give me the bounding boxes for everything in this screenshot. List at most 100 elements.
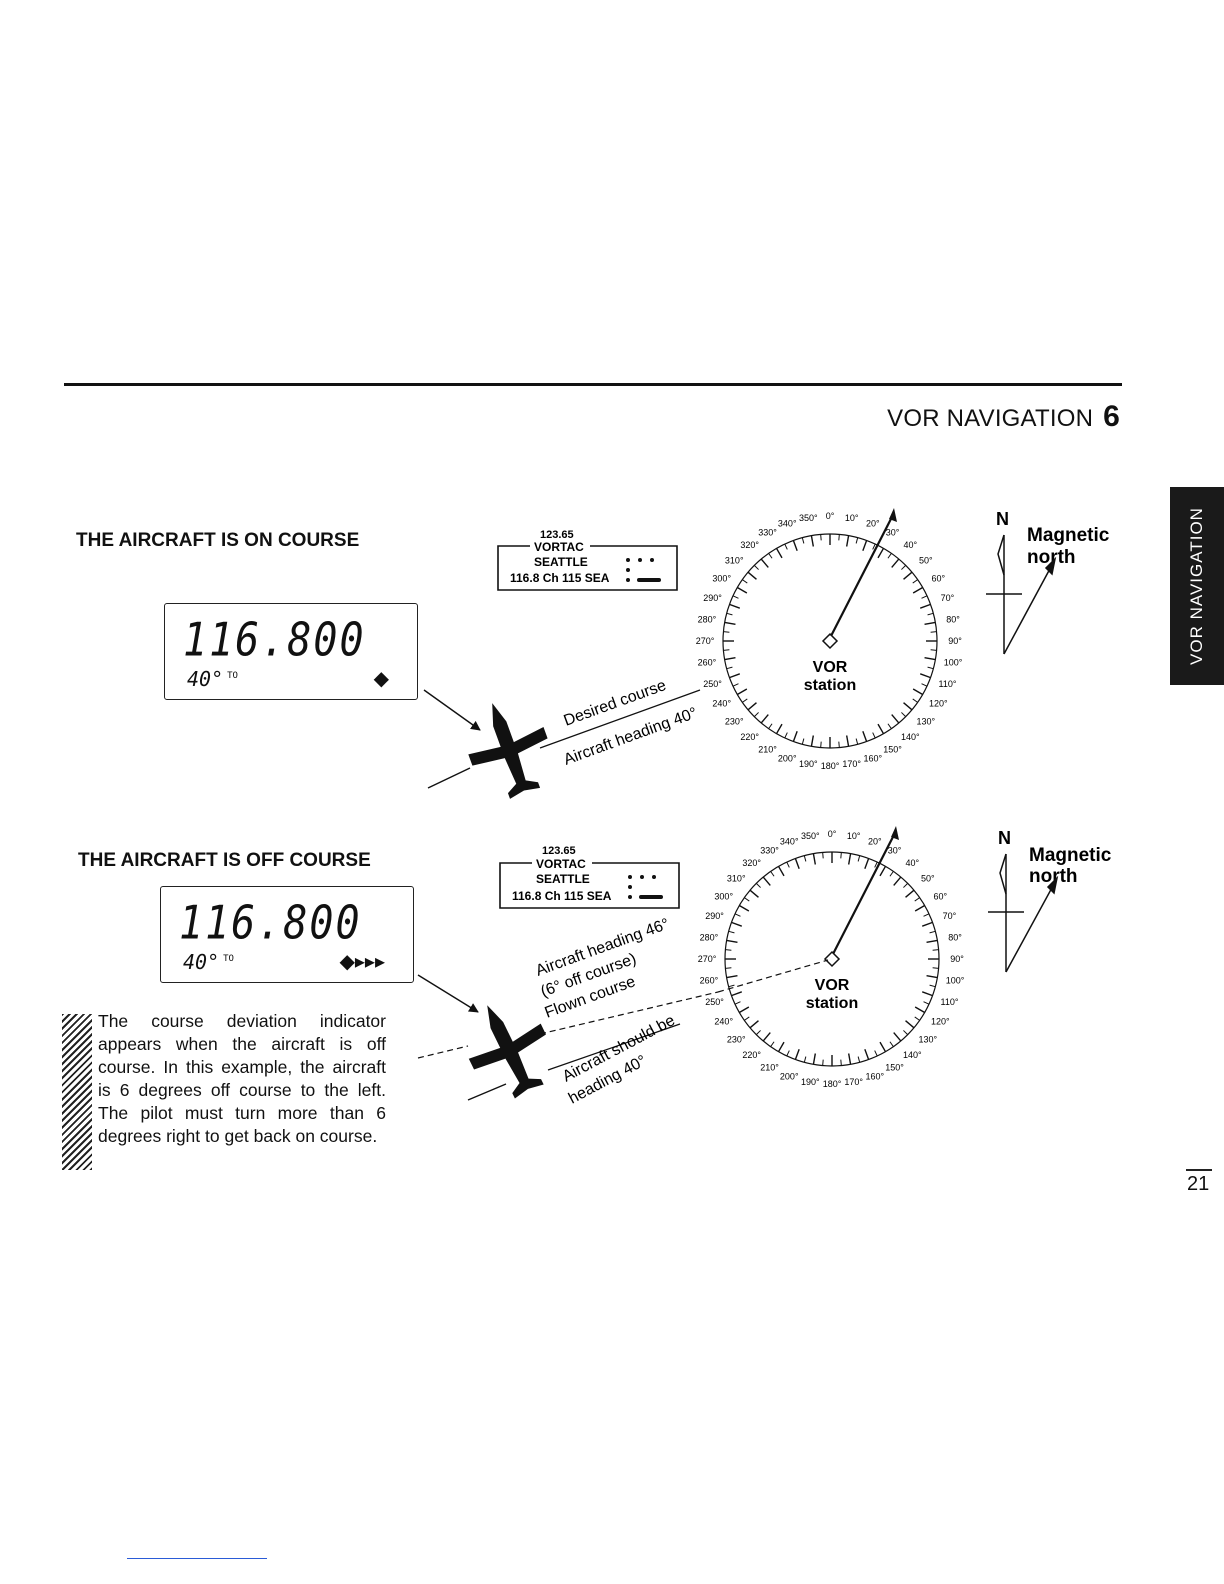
compass-tick	[786, 1050, 790, 1057]
compass-tick	[801, 537, 805, 544]
compass-tick	[930, 631, 937, 633]
compass-tick	[845, 535, 850, 547]
lcd-course: 40°TO	[187, 667, 238, 691]
compass-degree-label: 90°	[950, 954, 964, 964]
compass-tick	[801, 738, 805, 745]
compass-tick	[792, 540, 798, 552]
cdi-indicator-off: ◆▸▸▸	[339, 951, 386, 973]
compass-degree-label: 100°	[944, 658, 963, 668]
compass-degree-label: 200°	[778, 753, 797, 763]
compass-tick	[728, 930, 735, 934]
compass-tick	[770, 1041, 775, 1047]
compass-tick	[847, 1053, 852, 1065]
compass-tick	[914, 1016, 920, 1021]
label-name: SEATTLE	[534, 555, 588, 569]
compass-tick	[893, 876, 902, 886]
compass-tick	[889, 1041, 894, 1047]
compass-tick	[738, 1006, 750, 1014]
compass-degree-label: 240°	[714, 1017, 733, 1027]
compass-degree-label: 190°	[801, 1077, 820, 1087]
compass-tick	[738, 904, 750, 912]
compass-degree-label: 150°	[885, 1062, 904, 1072]
compass-tick	[747, 702, 757, 711]
compass-degree-label: 290°	[705, 911, 724, 921]
compass-tick	[927, 612, 934, 616]
lcd-course-off: 40°TO	[183, 950, 234, 974]
compass-tick	[794, 858, 800, 870]
compass-degree-label: 190°	[799, 759, 818, 769]
compass-degree-label: 230°	[725, 716, 744, 726]
compass-degree-label: 180°	[823, 1079, 842, 1089]
compass-tick	[912, 688, 924, 696]
label-freq: 123.65	[540, 529, 574, 541]
compass-tick	[784, 543, 788, 550]
compass-tick	[926, 939, 938, 944]
svg-text:Magnetic: Magnetic	[1029, 845, 1112, 866]
compass-tick	[901, 564, 907, 570]
compass-tick	[734, 913, 741, 917]
compass-tick	[903, 702, 913, 711]
vor-station-label-2: station	[804, 677, 856, 694]
svg-text:N: N	[998, 828, 1011, 848]
heading-off-course: THE AIRCRAFT IS OFF COURSE	[78, 850, 371, 871]
compass-degree-label: 110°	[938, 679, 956, 689]
chart-label-on: 123.65 VORTAC SEATTLE 116.8 Ch 115 SEA	[497, 529, 678, 591]
compass-degree-label: 170°	[842, 759, 861, 769]
lcd-frequency: 116.800	[183, 614, 366, 667]
compass-tick	[753, 564, 759, 570]
compass-degree-label: 340°	[778, 519, 797, 529]
north-arrow-icon-off	[988, 853, 1059, 973]
label-ident: 116.8 Ch 115 SEA	[510, 571, 610, 585]
label-type: VORTAC	[534, 540, 584, 554]
compass-tick	[927, 666, 934, 670]
svg-text:123.65: 123.65	[542, 845, 576, 857]
compass-tick	[820, 741, 822, 748]
compass-tick	[921, 595, 928, 599]
compass-tick	[847, 853, 852, 865]
compass-tick	[923, 913, 930, 917]
compass-ring	[722, 533, 938, 749]
compass-tick	[732, 683, 739, 687]
compass-tick	[734, 1001, 741, 1005]
compass-tick	[893, 1032, 902, 1042]
compass-degree-label: 240°	[712, 699, 731, 709]
compass-tick	[901, 712, 907, 718]
compass-tick	[872, 732, 876, 739]
compass-degree-label: 330°	[758, 528, 777, 538]
compass-tick	[891, 714, 900, 724]
compass-tick	[803, 1056, 807, 1063]
page-number-rule	[1186, 1169, 1212, 1171]
compass-tick	[786, 861, 790, 868]
compass-degree-label: 210°	[760, 1062, 779, 1072]
compass-degree-label: 300°	[712, 574, 731, 584]
compass-degree-label: 320°	[742, 858, 761, 868]
footer-link-line	[127, 1558, 267, 1559]
compass-degree-label: 120°	[929, 699, 948, 709]
compass-degree-label: 280°	[700, 932, 719, 942]
compass-tick	[736, 688, 748, 696]
compass-degree-label: 140°	[901, 732, 920, 742]
compass-tick	[726, 974, 738, 979]
compass-degree-label: 0°	[828, 829, 837, 839]
compass-tick	[726, 939, 738, 944]
compass-tick	[879, 865, 887, 877]
lcd-display-on: 116.800 40°TO ◆	[164, 603, 418, 700]
compass-degree-label: 90°	[948, 636, 962, 646]
compass-degree-label: 230°	[727, 1034, 746, 1044]
compass-tick	[736, 586, 748, 594]
compass-tick	[777, 1041, 785, 1053]
compass-tick	[919, 673, 931, 679]
compass-tick	[914, 897, 920, 902]
page-number: 21	[1187, 1173, 1210, 1195]
compass-tick	[728, 984, 735, 988]
svg-text:116.8 Ch 115 SEA: 116.8 Ch 115 SEA	[512, 889, 612, 903]
should-be-heading-line	[547, 1023, 681, 1071]
compass-tick	[903, 882, 909, 888]
compass-tick	[862, 730, 868, 742]
compass-tick	[887, 553, 892, 559]
compass-tick	[840, 1059, 842, 1066]
compass-rose-on: 0°10°20°30°40°50°60°70°80°90°100°110°120…	[696, 511, 963, 771]
compass-tick	[810, 535, 815, 547]
pointer-arrow-off	[417, 974, 479, 1013]
